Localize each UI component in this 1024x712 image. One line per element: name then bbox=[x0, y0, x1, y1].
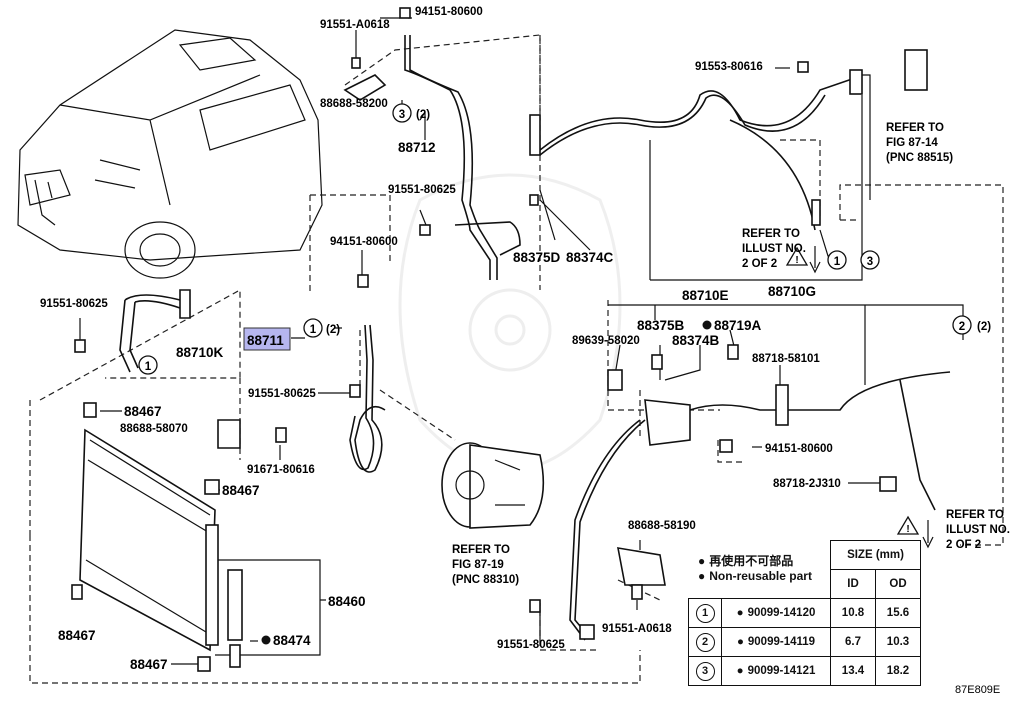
callout-3-top: 3 bbox=[399, 109, 405, 121]
ref-illust-mid-line2[interactable]: ILLUST NO. bbox=[742, 243, 806, 255]
dashed-guides bbox=[29, 34, 1004, 684]
legend-row: 2 90099-14119 6.7 10.3 bbox=[688, 627, 921, 657]
fittings bbox=[71, 7, 928, 672]
condenser bbox=[79, 428, 243, 668]
warning-icon: ! ! bbox=[785, 246, 934, 549]
ref-illust-mid-line1[interactable]: REFER TO bbox=[742, 228, 800, 240]
ref-illust-right-line1[interactable]: REFER TO bbox=[946, 509, 1004, 521]
legend-od-3: 18.2 bbox=[875, 656, 921, 686]
callout-2-right: 2 bbox=[959, 321, 965, 333]
callout-1-88710k: 1 bbox=[145, 361, 152, 373]
label-88375b[interactable]: 88375B bbox=[637, 318, 685, 333]
label-94151-80600-right[interactable]: 94151-80600 bbox=[765, 443, 833, 455]
ref-illust-mid-line3[interactable]: 2 OF 2 bbox=[742, 258, 777, 270]
ref-87-19-line3[interactable]: (PNC 88310) bbox=[452, 574, 519, 586]
label-88718-2j310[interactable]: 88718-2J310 bbox=[773, 478, 841, 490]
label-91551-a0618-low[interactable]: 91551-A0618 bbox=[602, 623, 672, 635]
label-88375d[interactable]: 88375D bbox=[513, 250, 561, 265]
label-91551-80625-low[interactable]: 91551-80625 bbox=[248, 388, 316, 400]
label-88374c[interactable]: 88374C bbox=[566, 250, 614, 265]
legend-num-3: 3 bbox=[695, 661, 715, 681]
callout-2-qty: (2) bbox=[977, 321, 991, 333]
callout-1-88711: 1 bbox=[310, 324, 317, 336]
label-91553-80616[interactable]: 91553-80616 bbox=[695, 61, 763, 73]
legend-part-3[interactable]: 90099-14121 bbox=[747, 665, 816, 677]
label-88718-58101[interactable]: 88718-58101 bbox=[752, 353, 820, 365]
legend-id-1: 10.8 bbox=[830, 598, 876, 628]
label-88467-a[interactable]: 88467 bbox=[124, 404, 162, 419]
compressor bbox=[441, 442, 545, 529]
ref-87-19-line1[interactable]: REFER TO bbox=[452, 544, 510, 556]
legend-row: 3 90099-14121 13.4 18.2 bbox=[688, 656, 921, 686]
ref-87-14-line3[interactable]: (PNC 88515) bbox=[886, 152, 953, 164]
callout-1-mid: 1 bbox=[834, 256, 841, 268]
label-88467-d[interactable]: 88467 bbox=[130, 657, 168, 672]
label-91551-80625-left[interactable]: 91551-80625 bbox=[40, 298, 108, 310]
legend-num-1: 1 bbox=[695, 603, 715, 623]
callout-3-mid: 3 bbox=[867, 256, 873, 268]
label-88710g[interactable]: 88710G bbox=[768, 284, 816, 299]
label-91551-80625-mid[interactable]: 91551-80625 bbox=[388, 184, 456, 196]
size-header: SIZE (mm) bbox=[830, 540, 921, 570]
ref-illust-right-line2[interactable]: ILLUST NO. bbox=[946, 524, 1010, 536]
label-88710k[interactable]: 88710K bbox=[176, 345, 224, 360]
callout-circles: 3 (2) 1 (2) 1 1 3 2 (2) bbox=[138, 103, 991, 375]
legend-part-1[interactable]: 90099-14120 bbox=[747, 607, 816, 619]
non-reusable-note-jp: 再使用不可部品 bbox=[698, 552, 793, 569]
label-88711[interactable]: 88711 bbox=[247, 333, 284, 348]
label-88710e[interactable]: 88710E bbox=[682, 288, 729, 303]
vehicle-illustration bbox=[17, 29, 323, 279]
label-91671-80616[interactable]: 91671-80616 bbox=[247, 464, 315, 476]
highlighted-part-88711[interactable] bbox=[243, 327, 291, 351]
label-89639-58020[interactable]: 89639-58020 bbox=[572, 335, 640, 347]
label-88374b[interactable]: 88374B bbox=[672, 333, 720, 348]
label-88467-b[interactable]: 88467 bbox=[222, 483, 260, 498]
label-91551-80625-bottom[interactable]: 91551-80625 bbox=[497, 639, 565, 651]
label-88712[interactable]: 88712 bbox=[398, 140, 436, 155]
leader-lines bbox=[79, 17, 964, 665]
label-94151-80600-mid[interactable]: 94151-80600 bbox=[330, 236, 398, 248]
legend-part-2[interactable]: 90099-14119 bbox=[747, 636, 816, 648]
ac-hoses bbox=[119, 35, 951, 641]
diagram-code: 87E809E bbox=[955, 684, 1000, 696]
label-91551-a0618-top[interactable]: 91551-A0618 bbox=[320, 19, 390, 31]
svg-text:!: ! bbox=[906, 524, 909, 535]
svg-text:!: ! bbox=[795, 255, 798, 266]
legend-od-2: 10.3 bbox=[875, 627, 921, 657]
legend-id-2: 6.7 bbox=[830, 627, 876, 657]
ref-illust-right-line3[interactable]: 2 OF 2 bbox=[946, 539, 981, 551]
watermark-emblem bbox=[398, 173, 622, 472]
size-legend-table: SIZE (mm) ID OD 1 90099-14120 10.8 15.6 … bbox=[688, 540, 921, 686]
label-88467-c[interactable]: 88467 bbox=[58, 628, 96, 643]
part-labels: 94151-80600 91551-A0618 88688-58200 8871… bbox=[40, 6, 841, 672]
reference-notes: REFER TO FIG 87-14 (PNC 88515) REFER TO … bbox=[452, 122, 1010, 586]
label-88688-58200[interactable]: 88688-58200 bbox=[320, 98, 388, 110]
label-88474[interactable]: 88474 bbox=[273, 633, 311, 648]
ref-87-19-line2[interactable]: FIG 87-19 bbox=[452, 559, 504, 571]
legend-row: 1 90099-14120 10.8 15.6 bbox=[688, 598, 921, 628]
legend-id-3: 13.4 bbox=[830, 656, 876, 686]
legend-num-2: 2 bbox=[695, 632, 715, 652]
callout-1-qty: (2) bbox=[326, 324, 340, 336]
ref-87-14-line1[interactable]: REFER TO bbox=[886, 122, 944, 134]
legend-od-1: 15.6 bbox=[875, 598, 921, 628]
ref-87-14-line2[interactable]: FIG 87-14 bbox=[886, 137, 938, 149]
col-od-header: OD bbox=[875, 569, 921, 599]
label-94151-80600-top[interactable]: 94151-80600 bbox=[415, 6, 483, 18]
callout-3-qty: (2) bbox=[416, 109, 430, 121]
label-88688-58190[interactable]: 88688-58190 bbox=[628, 520, 696, 532]
label-88460[interactable]: 88460 bbox=[328, 594, 366, 609]
label-88688-58070[interactable]: 88688-58070 bbox=[120, 423, 188, 435]
col-id-header: ID bbox=[830, 569, 876, 599]
label-88719a[interactable]: 88719A bbox=[714, 318, 762, 333]
